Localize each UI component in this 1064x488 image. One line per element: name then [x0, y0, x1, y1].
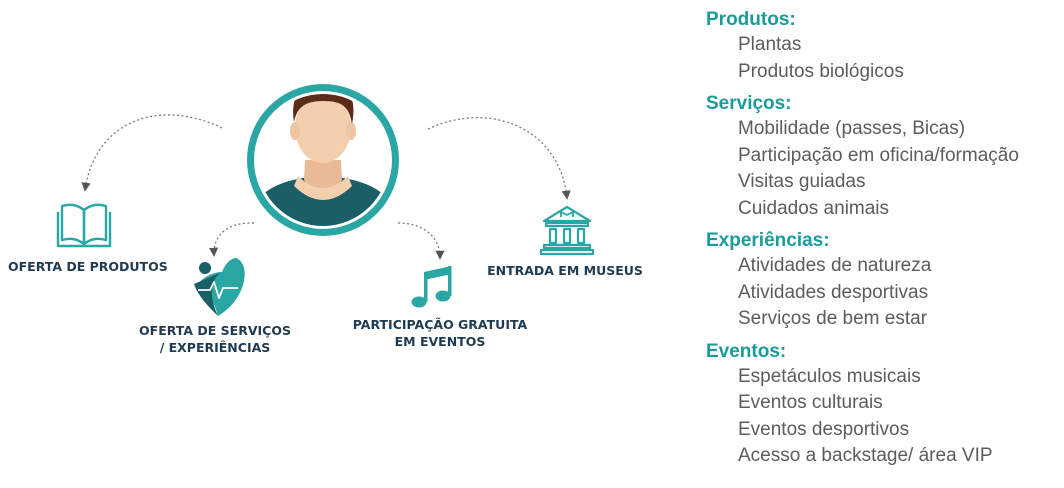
- label-line: EM EVENTOS: [394, 334, 486, 349]
- category-title: Serviços:: [706, 93, 792, 114]
- category-item: Mobilidade (passes, Bicas): [738, 118, 966, 139]
- arrow-to-servicos: [209, 222, 255, 257]
- category-experiencias: Experiências: Atividades de natureza Ati…: [706, 229, 1062, 333]
- arrow-to-eventos: [397, 222, 445, 260]
- category-item: Plantas: [738, 34, 802, 55]
- category-item: Atividades de natureza: [738, 255, 932, 276]
- node-label-museus: ENTRADA EM MUSEUS: [480, 262, 650, 279]
- category-item: Eventos culturais: [738, 392, 883, 413]
- book-icon: [56, 203, 112, 248]
- category-eventos: Eventos: Espetáculos musicais Eventos cu…: [706, 340, 1062, 470]
- benefits-diagram: OFERTA DE PRODUTOS OFERTA DE SERVIÇOS / …: [8, 84, 650, 356]
- category-servicos: Serviços: Mobilidade (passes, Bicas) Par…: [706, 92, 1062, 222]
- category-title: Produtos:: [706, 9, 796, 30]
- category-item: Participação em oficina/formação: [738, 144, 1019, 166]
- node-label-produtos: OFERTA DE PRODUTOS: [8, 258, 168, 275]
- category-item: Serviços de bem estar: [738, 308, 928, 329]
- museum-icon: [539, 205, 595, 256]
- heart-care-icon: [194, 258, 245, 316]
- label-line: ENTRADA EM MUSEUS: [487, 263, 643, 278]
- user-avatar-icon: [247, 84, 399, 236]
- arrow-to-produtos: [81, 114, 223, 192]
- category-item: Acesso a backstage/ área VIP: [738, 445, 993, 466]
- category-item: Eventos desportivos: [738, 418, 910, 440]
- label-line: / EXPERIÊNCIAS: [159, 340, 271, 355]
- category-item: Produtos biológicos: [738, 60, 904, 82]
- node-label-servicos: OFERTA DE SERVIÇOS / EXPERIÊNCIAS: [135, 322, 295, 356]
- node-label-eventos: PARTICIPAÇÃO GRATUITA EM EVENTOS: [350, 316, 530, 350]
- music-note-icon: [411, 266, 452, 308]
- diagram-canvas: [56, 84, 595, 316]
- category-title: Experiências:: [706, 230, 830, 251]
- label-line: OFERTA DE PRODUTOS: [8, 259, 168, 274]
- label-line: OFERTA DE SERVIÇOS: [139, 323, 291, 338]
- arrow-to-museus: [427, 117, 571, 200]
- offer-category-list: Produtos: Plantas Produtos biológicos Se…: [706, 8, 1062, 477]
- label-line: PARTICIPAÇÃO GRATUITA: [352, 317, 528, 332]
- category-produtos: Produtos: Plantas Produtos biológicos: [706, 8, 1062, 85]
- category-item: Visitas guiadas: [738, 171, 866, 192]
- category-item: Atividades desportivas: [738, 281, 929, 303]
- category-title: Eventos:: [706, 340, 787, 362]
- connector-arrows: [81, 114, 571, 260]
- category-item: Cuidados animais: [738, 197, 890, 219]
- category-item: Espetáculos musicais: [738, 365, 921, 387]
